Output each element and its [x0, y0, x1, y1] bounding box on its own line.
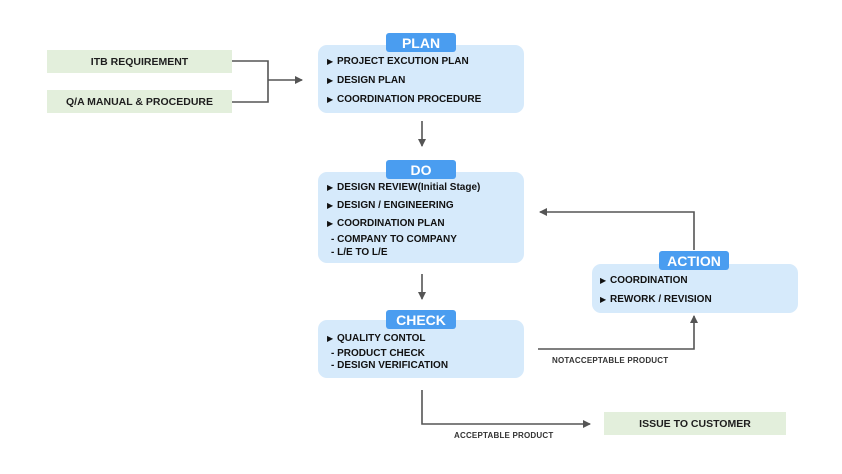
check-subitem: - PRODUCT CHECK — [331, 348, 425, 359]
plan-stage — [318, 45, 524, 113]
bullet-triangle-icon: ▶ — [327, 57, 334, 66]
do-item: ▶DESIGN REVIEW(Initial Stage) — [327, 182, 481, 193]
qa-manual-box: Q/A MANUAL & PROCEDURE — [47, 90, 232, 113]
bullet-triangle-icon: ▶ — [327, 219, 334, 228]
bullet-triangle-icon: ▶ — [600, 276, 607, 285]
bullet-triangle-icon: ▶ — [327, 334, 334, 343]
bullet-triangle-icon: ▶ — [327, 95, 334, 104]
not-acceptable-label: NOTACCEPTABLE PRODUCT — [552, 356, 669, 365]
do-subitem: - L/E TO L/E — [331, 247, 388, 258]
bullet-triangle-icon: ▶ — [327, 76, 334, 85]
action-title: ACTION — [659, 251, 729, 270]
action-item: ▶REWORK / REVISION — [600, 294, 712, 305]
do-subitem: - COMPANY TO COMPANY — [331, 234, 457, 245]
plan-item: ▶DESIGN PLAN — [327, 75, 406, 86]
qa-connector — [232, 80, 269, 103]
bullet-triangle-icon: ▶ — [327, 201, 334, 210]
do-stage — [318, 172, 524, 263]
check-to-issue-arrow — [421, 390, 591, 428]
bullet-triangle-icon: ▶ — [600, 295, 607, 304]
do-title: DO — [386, 160, 456, 179]
plan-title: PLAN — [386, 33, 456, 52]
plan-item: ▶COORDINATION PROCEDURE — [327, 94, 482, 105]
itb-requirement-box: ITB REQUIREMENT — [47, 50, 232, 73]
action-stage — [592, 264, 798, 313]
check-title: CHECK — [386, 310, 456, 329]
plan-item: ▶PROJECT EXCUTION PLAN — [327, 56, 469, 67]
do-item: ▶COORDINATION PLAN — [327, 218, 445, 229]
bullet-triangle-icon: ▶ — [327, 183, 334, 192]
check-to-action-arrow — [538, 315, 698, 350]
check-stage — [318, 320, 524, 378]
do-item: ▶DESIGN / ENGINEERING — [327, 200, 454, 211]
action-item: ▶COORDINATION — [600, 275, 688, 286]
check-item: ▶QUALITY CONTOL — [327, 333, 426, 344]
issue-to-customer-box: ISSUE TO CUSTOMER — [604, 412, 786, 435]
check-subitem: - DESIGN VERIFICATION — [331, 360, 449, 371]
action-to-do-arrow — [539, 208, 695, 250]
acceptable-label: ACCEPTABLE PRODUCT — [454, 431, 554, 440]
itb-connector — [232, 60, 269, 80]
